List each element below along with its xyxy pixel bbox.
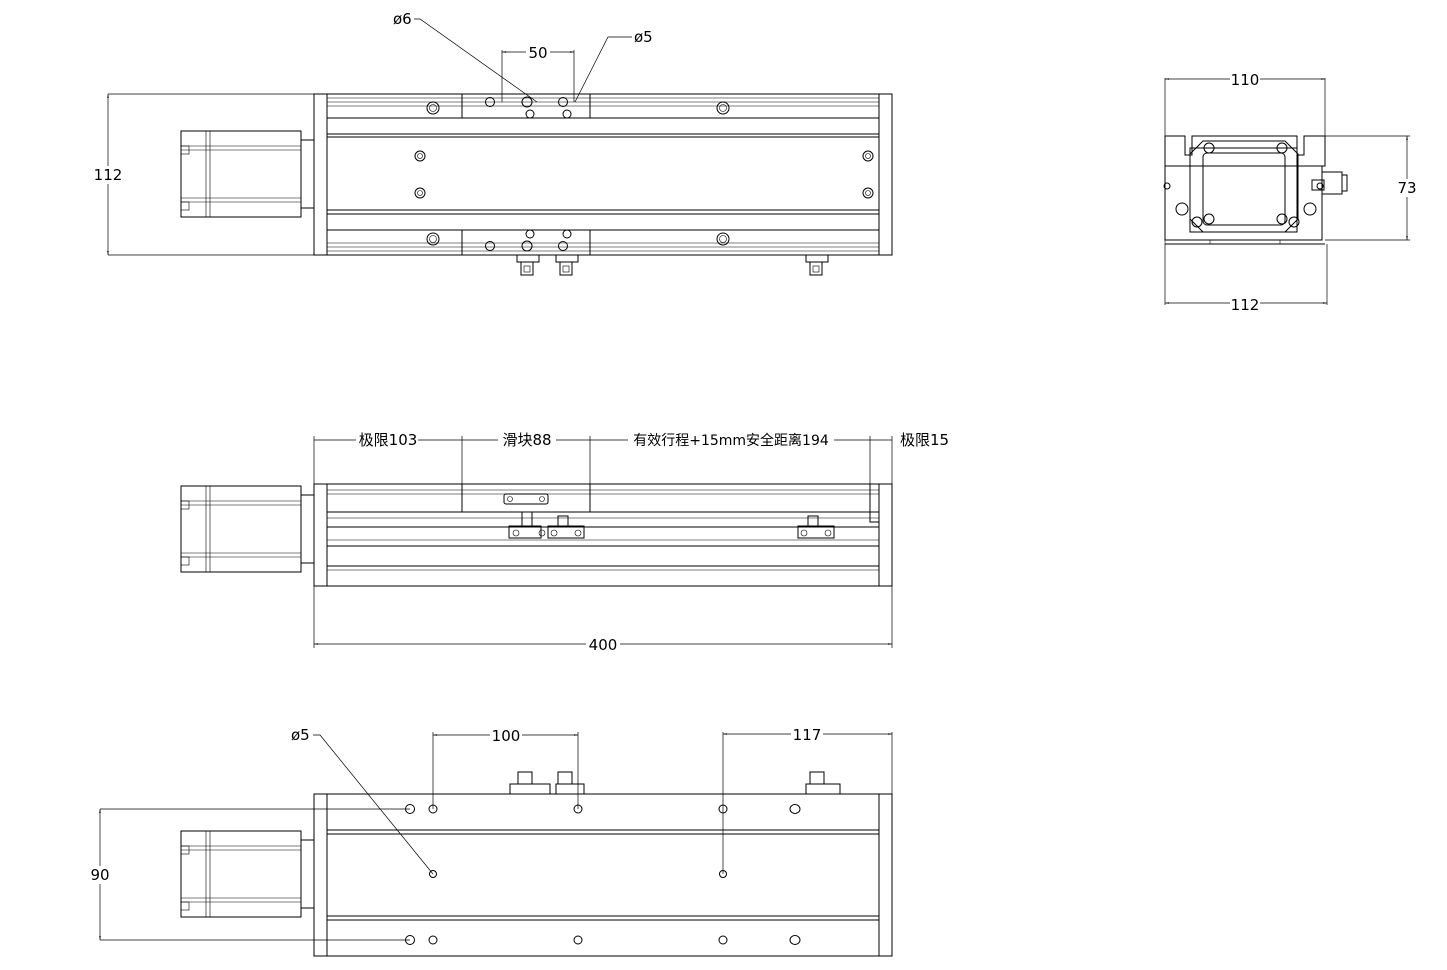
rail-bottom <box>326 793 880 957</box>
pitch-left-dim: 100 <box>492 727 521 745</box>
slider-side <box>461 483 591 513</box>
hole-label-right: ø5 <box>634 28 653 46</box>
top-height-dim: 112 <box>94 166 123 184</box>
pitch-right-dim: 117 <box>793 726 822 744</box>
bottom-hole-label: ø5 <box>291 726 310 744</box>
slot-pitch-dim: 50 <box>528 44 547 62</box>
mounting-holes <box>414 96 874 252</box>
hole-label-left: ø6 <box>393 10 412 28</box>
bottom-view: 100 117 90 ø5 <box>88 726 893 957</box>
limit-sensors <box>516 254 829 276</box>
top-view: 112 50 ø6 ø5 <box>92 10 893 276</box>
limit-left-dim: 极限103 <box>359 431 418 449</box>
slider-length-dim: 滑块88 <box>502 431 551 449</box>
motor-body <box>180 130 302 218</box>
side-view: 极限103 滑块88 有效行程+15mm安全距离194 极限15 400 <box>180 430 951 654</box>
total-length-dim: 400 <box>589 636 618 654</box>
rail-side <box>326 483 880 587</box>
end-view: 110 112 73 <box>1163 71 1420 314</box>
end-height-dim: 73 <box>1397 179 1416 197</box>
end-top-width-dim: 110 <box>1231 71 1260 89</box>
end-bottom-width-dim: 112 <box>1231 296 1260 314</box>
effective-stroke-dim: 有效行程+15mm安全距离194 <box>633 432 829 449</box>
rail-body <box>326 93 880 256</box>
limit-right-dim: 极限15 <box>900 431 949 449</box>
bottom-height-dim: 90 <box>90 866 109 884</box>
